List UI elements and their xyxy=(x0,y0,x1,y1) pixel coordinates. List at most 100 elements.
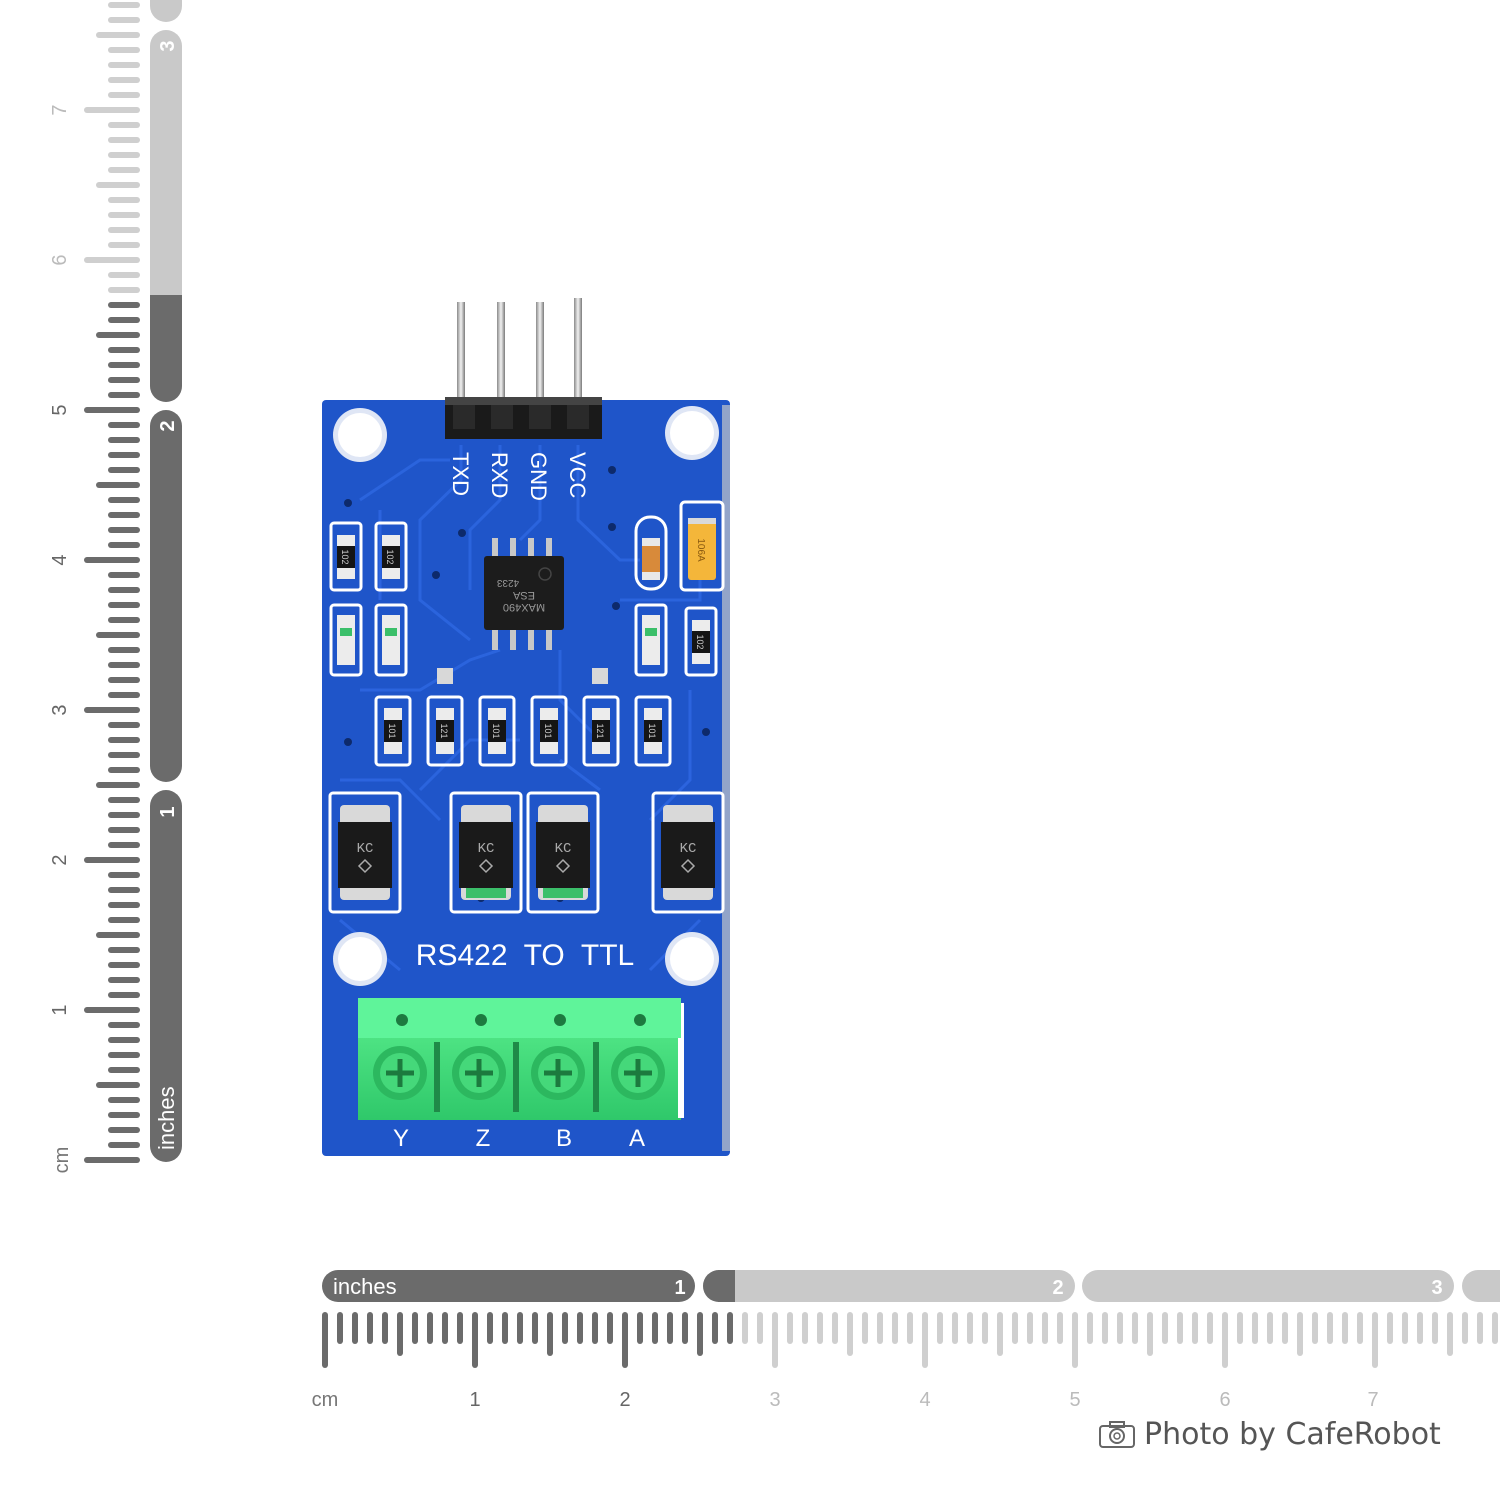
pin-label-rxd: RXD xyxy=(487,452,512,498)
vertical-tick xyxy=(108,992,140,998)
vertical-tick xyxy=(108,137,140,143)
horizontal-tick xyxy=(517,1312,523,1344)
vertical-ruler: inches 1 2 3 cm 1 2 3 4 5 6 7 xyxy=(49,0,182,1173)
max490-chip: MAX490 ESA 4233 xyxy=(484,538,564,650)
vertical-tick xyxy=(108,1097,140,1103)
vertical-tick xyxy=(96,782,140,788)
resistor-r1-marking: 102 xyxy=(340,549,350,564)
resistor-row-6: 101 xyxy=(634,695,672,767)
camera-icon xyxy=(1099,1421,1135,1448)
vertical-cm-4: 4 xyxy=(49,554,71,565)
horizontal-tick xyxy=(832,1312,838,1344)
horizontal-tick xyxy=(397,1312,403,1356)
diode-2: KC xyxy=(449,791,523,914)
vertical-tick xyxy=(108,1112,140,1118)
vertical-tick xyxy=(108,842,140,848)
vertical-tick xyxy=(84,557,140,563)
resistor-row-6-marking: 101 xyxy=(647,723,657,738)
vertical-tick xyxy=(108,752,140,758)
horizontal-tick xyxy=(712,1312,718,1344)
horizontal-cm-label: cm xyxy=(312,1389,339,1411)
vertical-tick xyxy=(96,932,140,938)
horizontal-tick xyxy=(727,1312,733,1344)
vertical-tick xyxy=(108,62,140,68)
horizontal-tick xyxy=(682,1312,688,1344)
h-inch-bar-2-3 xyxy=(1082,1270,1454,1302)
vertical-tick xyxy=(108,392,140,398)
vertical-tick xyxy=(108,602,140,608)
horizontal-tick xyxy=(1267,1312,1273,1344)
horizontal-tick xyxy=(1027,1312,1033,1344)
resistor-r1: 102 xyxy=(329,521,363,592)
rs422-module: TXD RXD GND VCC MAX490 ESA 4233 102 xyxy=(322,397,730,1156)
led-2 xyxy=(374,603,408,677)
pin-rxd xyxy=(497,302,505,412)
horizontal-cm-5: 5 xyxy=(1069,1389,1080,1411)
inch-bar-segment-top xyxy=(150,0,182,22)
resistor-row-3: 101 xyxy=(478,695,516,767)
horizontal-tick xyxy=(1102,1312,1108,1344)
vertical-tick xyxy=(108,692,140,698)
vertical-tick xyxy=(108,497,140,503)
vertical-tick xyxy=(96,332,140,338)
horizontal-tick xyxy=(1237,1312,1243,1344)
horizontal-tick xyxy=(1297,1312,1303,1356)
horizontal-tick xyxy=(382,1312,388,1344)
diode-2-marking: KC xyxy=(478,841,495,857)
horizontal-tick xyxy=(427,1312,433,1344)
vertical-tick xyxy=(84,857,140,863)
vertical-ruler-ticks xyxy=(84,2,140,1163)
pin-gnd xyxy=(536,302,544,412)
horizontal-tick xyxy=(472,1312,478,1368)
horizontal-tick xyxy=(1402,1312,1408,1344)
vertical-tick xyxy=(108,197,140,203)
vertical-tick xyxy=(108,1052,140,1058)
vertical-tick xyxy=(108,542,140,548)
vertical-tick xyxy=(108,167,140,173)
tantalum-marking: 106A xyxy=(695,538,706,562)
vertical-tick xyxy=(84,707,140,713)
led-1 xyxy=(329,603,363,677)
inch-bar-segment-1-2 xyxy=(150,410,182,782)
vertical-tick xyxy=(108,887,140,893)
vertical-tick xyxy=(108,962,140,968)
horizontal-tick xyxy=(652,1312,658,1344)
horizontal-tick xyxy=(1492,1312,1498,1344)
vertical-tick xyxy=(108,827,140,833)
header-pins xyxy=(457,298,582,412)
vertical-tick xyxy=(108,452,140,458)
vertical-tick xyxy=(84,107,140,113)
resistor-row-4-marking: 101 xyxy=(543,723,553,738)
horizontal-tick xyxy=(1372,1312,1378,1368)
horizontal-tick xyxy=(877,1312,883,1344)
horizontal-tick xyxy=(502,1312,508,1344)
horizontal-tick xyxy=(862,1312,868,1344)
horizontal-tick xyxy=(937,1312,943,1344)
horizontal-tick xyxy=(1462,1312,1468,1344)
terminal-screw-a xyxy=(611,1046,665,1100)
horizontal-tick xyxy=(1387,1312,1393,1344)
horizontal-tick xyxy=(757,1312,763,1344)
vertical-tick xyxy=(108,122,140,128)
vertical-tick xyxy=(108,662,140,668)
vertical-tick xyxy=(108,767,140,773)
horizontal-tick xyxy=(1177,1312,1183,1344)
horizontal-tick xyxy=(577,1312,583,1344)
vertical-inches-label: inches xyxy=(154,1086,179,1150)
vertical-tick xyxy=(108,512,140,518)
screw-terminal-block xyxy=(358,998,684,1120)
vertical-tick xyxy=(108,572,140,578)
photo-credit: Photo by CafeRobot xyxy=(1098,1414,1441,1454)
vertical-inch-number-1: 1 xyxy=(157,806,179,817)
resistor-row-4: 101 xyxy=(530,695,568,767)
horizontal-tick xyxy=(1162,1312,1168,1344)
horizontal-inch-number-3: 3 xyxy=(1431,1277,1442,1299)
horizontal-tick xyxy=(982,1312,988,1344)
vertical-tick xyxy=(108,242,140,248)
vertical-tick xyxy=(108,722,140,728)
pcb-board xyxy=(322,400,730,1156)
vertical-tick xyxy=(84,407,140,413)
horizontal-tick xyxy=(1342,1312,1348,1344)
vertical-tick xyxy=(108,902,140,908)
